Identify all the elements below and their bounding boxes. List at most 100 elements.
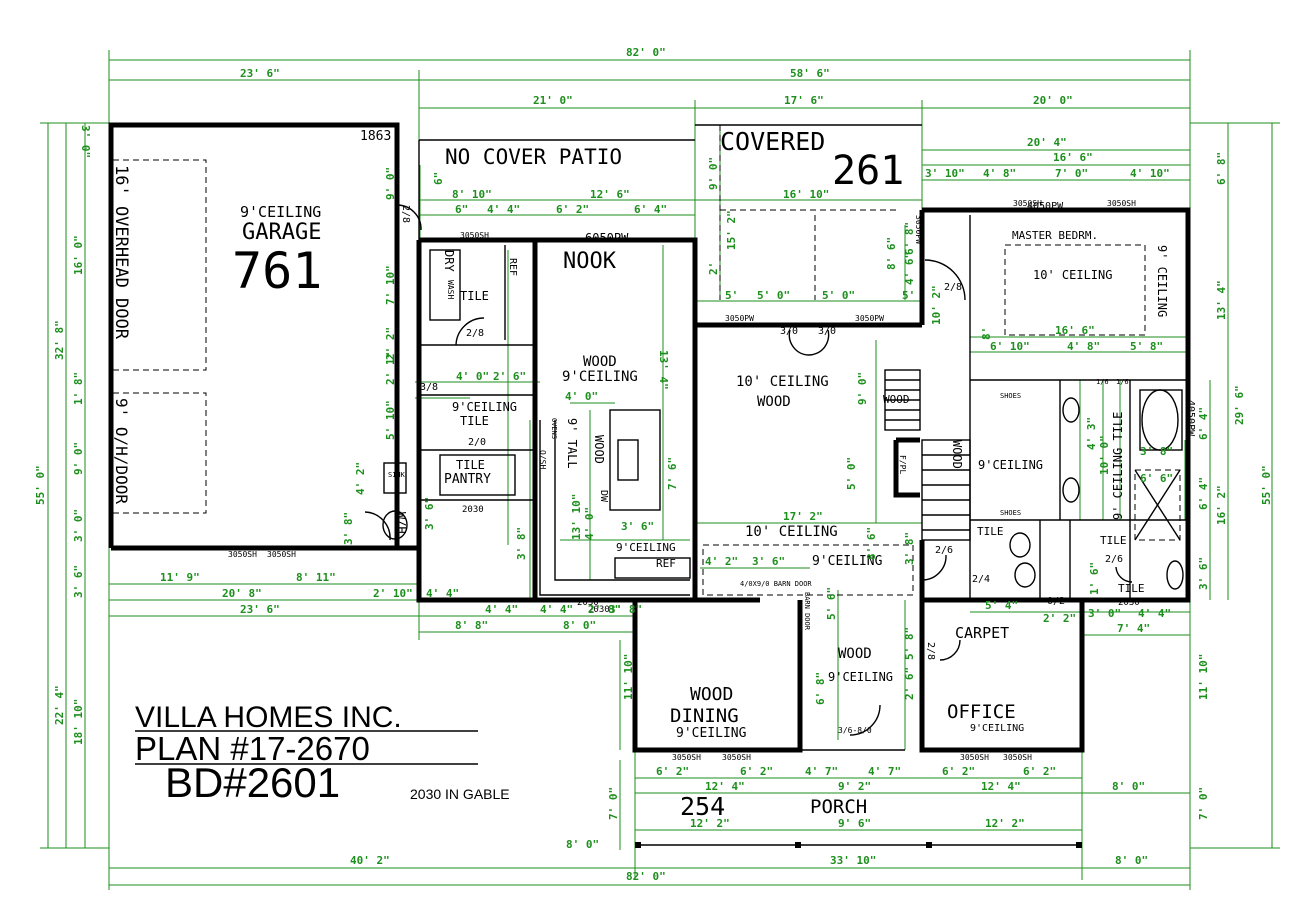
dim-label: 4' 8" xyxy=(983,167,1016,180)
window-label: 3050SH xyxy=(228,550,257,559)
foyer-ceiling: 9'CEILING xyxy=(812,554,883,569)
dim-label: 16' 0" xyxy=(72,235,85,275)
dim-label: 6' 4" xyxy=(1197,407,1210,440)
door-label: 2/0 xyxy=(468,437,486,448)
kitchen-dw: DW xyxy=(598,490,609,503)
bath-shoes-1: SHOES xyxy=(1000,392,1021,400)
dim-label: 5' 8" xyxy=(1130,340,1163,353)
office-carpet: CARPET xyxy=(955,624,1009,642)
bath-tile-1: TILE xyxy=(977,525,1004,538)
window-label: 3050PW xyxy=(725,314,754,323)
dim-label: 4' 2" xyxy=(705,555,738,568)
dim-label: 8' 0" xyxy=(1115,854,1148,867)
dim-label: 4' 4" xyxy=(1138,607,1171,620)
stairs-wood: WOOD xyxy=(950,440,964,469)
dim-label: 11' 10" xyxy=(622,654,635,700)
dim-label: 4' 4" xyxy=(485,603,518,616)
door-label: 2/8 xyxy=(925,642,936,660)
dim-label: 4' 2" xyxy=(354,462,367,495)
window-label: 2030 xyxy=(462,505,484,515)
door-label: 2/8 xyxy=(944,282,962,293)
dim-label: 9' 0" xyxy=(384,167,397,200)
master-name: MASTER BEDRM. xyxy=(1012,229,1098,242)
bath-window: 4050PW xyxy=(1185,400,1196,437)
door-label: 3/0 xyxy=(818,326,836,337)
window-label: 3050SH xyxy=(672,753,701,762)
dim-label: 5' 0" xyxy=(757,289,790,302)
dim-label: 5' 0" xyxy=(822,289,855,302)
dim-label: 2' 10" xyxy=(373,587,413,600)
dim-label: 1' 6" xyxy=(1088,562,1101,595)
door-label: 2/4 xyxy=(972,574,990,585)
dim-label: 16' 10" xyxy=(783,188,829,201)
dim-label: 2' 6" xyxy=(493,370,526,383)
dim-label: 12' 6" xyxy=(590,188,630,201)
kitchen-wood: WOOD xyxy=(583,354,617,370)
dim-label: 6' 2" xyxy=(656,765,689,778)
kitchen-tall: 9' TALL xyxy=(565,418,579,469)
dim-label: 16' 6" xyxy=(1055,324,1095,337)
window-label: 2030 xyxy=(588,605,610,615)
master-window: 4050PW xyxy=(1027,201,1064,212)
oh-door-label: 9' O/H/DOOR xyxy=(112,398,131,504)
dim-label: 7' 0" xyxy=(1197,787,1210,820)
dim-label: 4' 10" xyxy=(1130,167,1170,180)
dim-label: 21' 0" xyxy=(533,94,573,107)
dim-label: 4' 4" xyxy=(487,203,520,216)
covered-area: 261 xyxy=(832,148,904,194)
gable-note: 2030 IN GABLE xyxy=(410,786,510,802)
bath-ceiling: 9'CEILING xyxy=(978,458,1043,472)
kitchen-ceiling-lower: 9'CEILING xyxy=(616,541,676,554)
dim-label: 8' 11" xyxy=(296,571,336,584)
barn-door-size: 4/0X9/0 BARN DOOR xyxy=(740,580,812,588)
kitchen-wood-vertical: WOOD xyxy=(592,435,606,464)
dim-label: 17' 6" xyxy=(784,94,824,107)
office-name: OFFICE xyxy=(947,701,1016,723)
dining-ceiling: 9'CEILING xyxy=(676,726,747,741)
laundry-ref: REF xyxy=(507,258,518,276)
dim-label: 6' 8" xyxy=(814,672,827,705)
foyer-ceiling-lower: 9'CEILING xyxy=(828,670,893,684)
dining-name: DINING xyxy=(670,705,739,727)
bath-tile-3: TILE xyxy=(1118,582,1145,595)
dim-label: 16' 6" xyxy=(1053,151,1093,164)
dim-label: 4' 0" xyxy=(456,370,489,383)
dim-label: 5' xyxy=(725,289,738,302)
plan-number: PLAN #17-2670 xyxy=(135,730,370,767)
hall-ceiling: 9'CEILING xyxy=(452,400,517,414)
window-label: 3050SH xyxy=(267,550,296,559)
garage-code: 1863 xyxy=(360,129,391,144)
living-floor: WOOD xyxy=(757,394,791,410)
dim-label: 6' 6" xyxy=(1140,472,1173,485)
kitchen-os: O/SH xyxy=(538,450,547,469)
fireplace-label: F/PL xyxy=(898,455,907,474)
dim-label: 6' 10" xyxy=(990,340,1030,353)
dim-label: 3' 0" xyxy=(79,125,92,158)
covered-name: COVERED xyxy=(720,127,825,156)
dim-label: 11' 9" xyxy=(160,571,200,584)
dim-label: 8' 0" xyxy=(566,838,599,851)
dim-label: 7' 10" xyxy=(384,265,397,305)
door-label: 2/8 xyxy=(466,328,484,339)
dim-label: 8' 0" xyxy=(1112,780,1145,793)
dim-label: 22' 4" xyxy=(53,685,66,725)
dim-label: 8' 0" xyxy=(563,619,596,632)
dim-label: 12' 2" xyxy=(690,817,730,830)
dim-label: 40' 2" xyxy=(350,854,390,867)
door-label: 1/6 xyxy=(1096,378,1109,386)
dim-label: 2' 1" xyxy=(384,352,397,385)
window-label: 2030 xyxy=(1118,598,1140,608)
dim-label: 32' 8" xyxy=(53,320,66,360)
dim-label: 2' 8" xyxy=(588,603,621,616)
window-label: 2030 xyxy=(577,598,599,608)
door-label: 3/6-8/0 xyxy=(838,726,872,735)
dim-label: 3' 0" xyxy=(1088,607,1121,620)
dim-label: 5' 4" xyxy=(985,599,1018,612)
dim-label: 12' 2" xyxy=(985,817,1025,830)
dim-label: 3' 8" xyxy=(609,603,642,616)
dim-label: 3' 6" xyxy=(752,555,785,568)
dim-label: 9' 2" xyxy=(838,780,871,793)
dim-label: 55' 0" xyxy=(34,465,47,505)
bath-tile-vertical: 9' CEILING TILE xyxy=(1111,412,1125,520)
